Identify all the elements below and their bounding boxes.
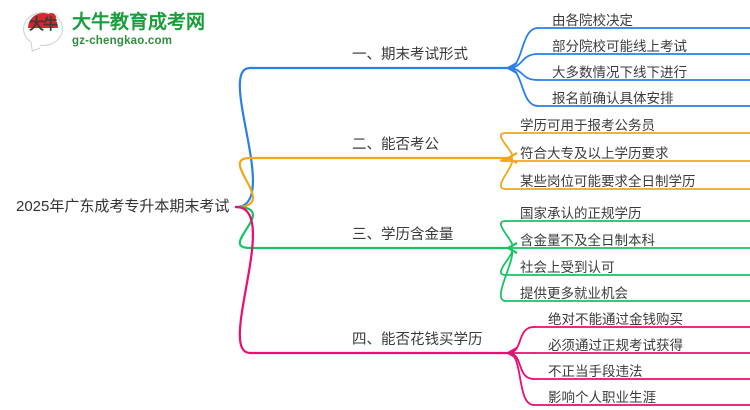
leaf-node-label: 影响个人职业生涯 xyxy=(548,390,656,405)
connector-path xyxy=(507,67,539,81)
logo-red-dot xyxy=(47,13,56,22)
connector-path xyxy=(507,53,539,69)
connector-path xyxy=(234,66,254,209)
logo-mark-icon: 大牛 xyxy=(22,10,64,52)
connector-path xyxy=(234,156,254,209)
connector-path xyxy=(507,27,539,69)
connector-path xyxy=(234,205,254,355)
branch-node-label: 四、能否花钱买学历 xyxy=(352,332,483,348)
logo-subtitle: gz-chengkao.com xyxy=(72,34,173,47)
branch-node-label: 一、期末考试形式 xyxy=(352,47,468,63)
leaf-node-label: 由各院校决定 xyxy=(552,13,633,28)
junction-arrow xyxy=(507,62,518,74)
site-logo: 大牛 大牛教育成考网 gz-chengkao.com xyxy=(22,8,222,52)
branch-node-label: 二、能否考公 xyxy=(352,137,439,153)
logo-text-block: 大牛教育成考网 gz-chengkao.com xyxy=(72,13,205,48)
connector-path xyxy=(499,157,514,162)
leaf-node-label: 报名前确认具体安排 xyxy=(552,91,674,106)
leaf-node-label: 含金量不及全日制本科 xyxy=(520,233,655,248)
leaf-node-label: 不正当手段违法 xyxy=(548,364,643,379)
junction-arrow xyxy=(507,242,518,254)
leaf-node-label: 必须通过正规考试获得 xyxy=(548,338,683,353)
connector-path xyxy=(499,247,514,302)
junction-arrow xyxy=(507,152,518,164)
connector-path xyxy=(499,247,514,276)
connector-path xyxy=(507,352,535,406)
connector-path xyxy=(507,352,535,380)
connector-path xyxy=(499,132,514,159)
leaf-node-label: 大多数情况下线下进行 xyxy=(552,65,687,80)
leaf-node-label: 绝对不能通过金钱购买 xyxy=(548,312,683,327)
connector-path xyxy=(499,220,514,249)
connector-path xyxy=(234,205,254,250)
root-node-label: 2025年广东成考专升本期末考试 xyxy=(16,198,230,215)
leaf-node-label: 符合大专及以上学历要求 xyxy=(520,146,669,161)
leaf-node-label: 提供更多就业机会 xyxy=(520,286,628,301)
connector-path xyxy=(507,67,539,107)
junction-arrow xyxy=(507,347,518,359)
logo-title: 大牛教育成考网 xyxy=(72,11,206,33)
leaf-node-label: 某些岗位可能要求全日制学历 xyxy=(520,174,696,189)
connector-path xyxy=(507,326,535,354)
branch-node-label: 三、学历含金量 xyxy=(352,227,454,243)
connector-path xyxy=(499,157,514,190)
leaf-node-label: 国家承认的正规学历 xyxy=(520,206,642,221)
leaf-node-label: 社会上受到认可 xyxy=(520,260,615,275)
logo-mark-text: 大牛 xyxy=(28,16,58,33)
leaf-node-label: 学历可用于报考公务员 xyxy=(520,118,655,133)
speech-bubble-tail xyxy=(30,39,41,52)
leaf-node-label: 部分院校可能线上考试 xyxy=(552,39,687,54)
